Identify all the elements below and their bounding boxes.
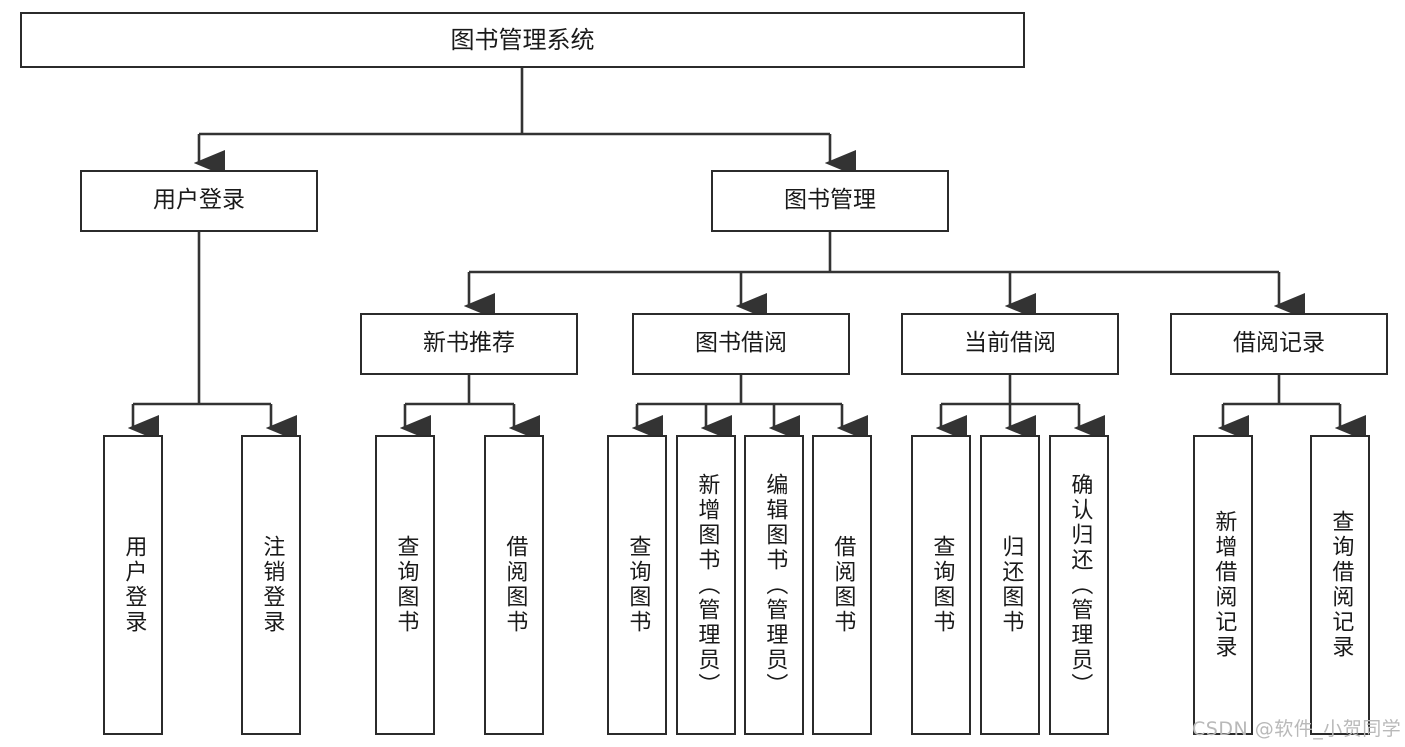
node-borrow-record[interactable]: 借阅记录 xyxy=(1170,313,1388,375)
node-user-login[interactable]: 用户登录 xyxy=(80,170,318,232)
node-label: 图书借阅 xyxy=(695,330,787,357)
leaf-return-book[interactable]: 归还图书 xyxy=(980,435,1040,735)
node-label: 归还图书 xyxy=(998,535,1024,635)
node-label: 用户登录 xyxy=(121,535,147,635)
node-label: 查询借阅记录 xyxy=(1328,510,1354,660)
node-label: 借阅图书 xyxy=(502,535,528,635)
node-label: 新增借阅记录 xyxy=(1211,510,1237,660)
node-label: 图书管理系统 xyxy=(450,25,595,54)
leaf-query-book-current[interactable]: 查询图书 xyxy=(911,435,971,735)
node-label: 新增图书（管理员） xyxy=(694,472,720,698)
leaf-add-book-admin[interactable]: 新增图书（管理员） xyxy=(676,435,736,735)
node-current-borrow[interactable]: 当前借阅 xyxy=(901,313,1119,375)
node-label: 用户登录 xyxy=(153,187,245,214)
leaf-edit-book-admin[interactable]: 编辑图书（管理员） xyxy=(744,435,804,735)
csdn-watermark: CSDN @软件_小贺同学 xyxy=(1192,718,1402,740)
node-label: 借阅记录 xyxy=(1233,330,1325,357)
leaf-query-book-recommend[interactable]: 查询图书 xyxy=(375,435,435,735)
node-label: 注销登录 xyxy=(259,535,285,635)
node-label: 借阅图书 xyxy=(830,535,856,635)
leaf-borrow-book-recommend[interactable]: 借阅图书 xyxy=(484,435,544,735)
node-book-borrow[interactable]: 图书借阅 xyxy=(632,313,850,375)
leaf-add-borrow-record[interactable]: 新增借阅记录 xyxy=(1193,435,1253,735)
node-label: 编辑图书（管理员） xyxy=(762,472,788,698)
node-root-book-management-system[interactable]: 图书管理系统 xyxy=(20,12,1025,68)
leaf-user-login[interactable]: 用户登录 xyxy=(103,435,163,735)
node-book-management[interactable]: 图书管理 xyxy=(711,170,949,232)
leaf-query-borrow-record[interactable]: 查询借阅记录 xyxy=(1310,435,1370,735)
leaf-query-book-borrow[interactable]: 查询图书 xyxy=(607,435,667,735)
node-new-book-recommend[interactable]: 新书推荐 xyxy=(360,313,578,375)
node-label: 当前借阅 xyxy=(964,330,1056,357)
leaf-borrow-book[interactable]: 借阅图书 xyxy=(812,435,872,735)
node-label: 图书管理 xyxy=(784,187,876,214)
leaf-logout-login[interactable]: 注销登录 xyxy=(241,435,301,735)
node-label: 确认归还（管理员） xyxy=(1067,472,1093,698)
node-label: 查询图书 xyxy=(393,535,419,635)
node-label: 查询图书 xyxy=(929,535,955,635)
leaf-confirm-return-admin[interactable]: 确认归还（管理员） xyxy=(1049,435,1109,735)
node-label: 新书推荐 xyxy=(423,330,515,357)
node-label: 查询图书 xyxy=(625,535,651,635)
